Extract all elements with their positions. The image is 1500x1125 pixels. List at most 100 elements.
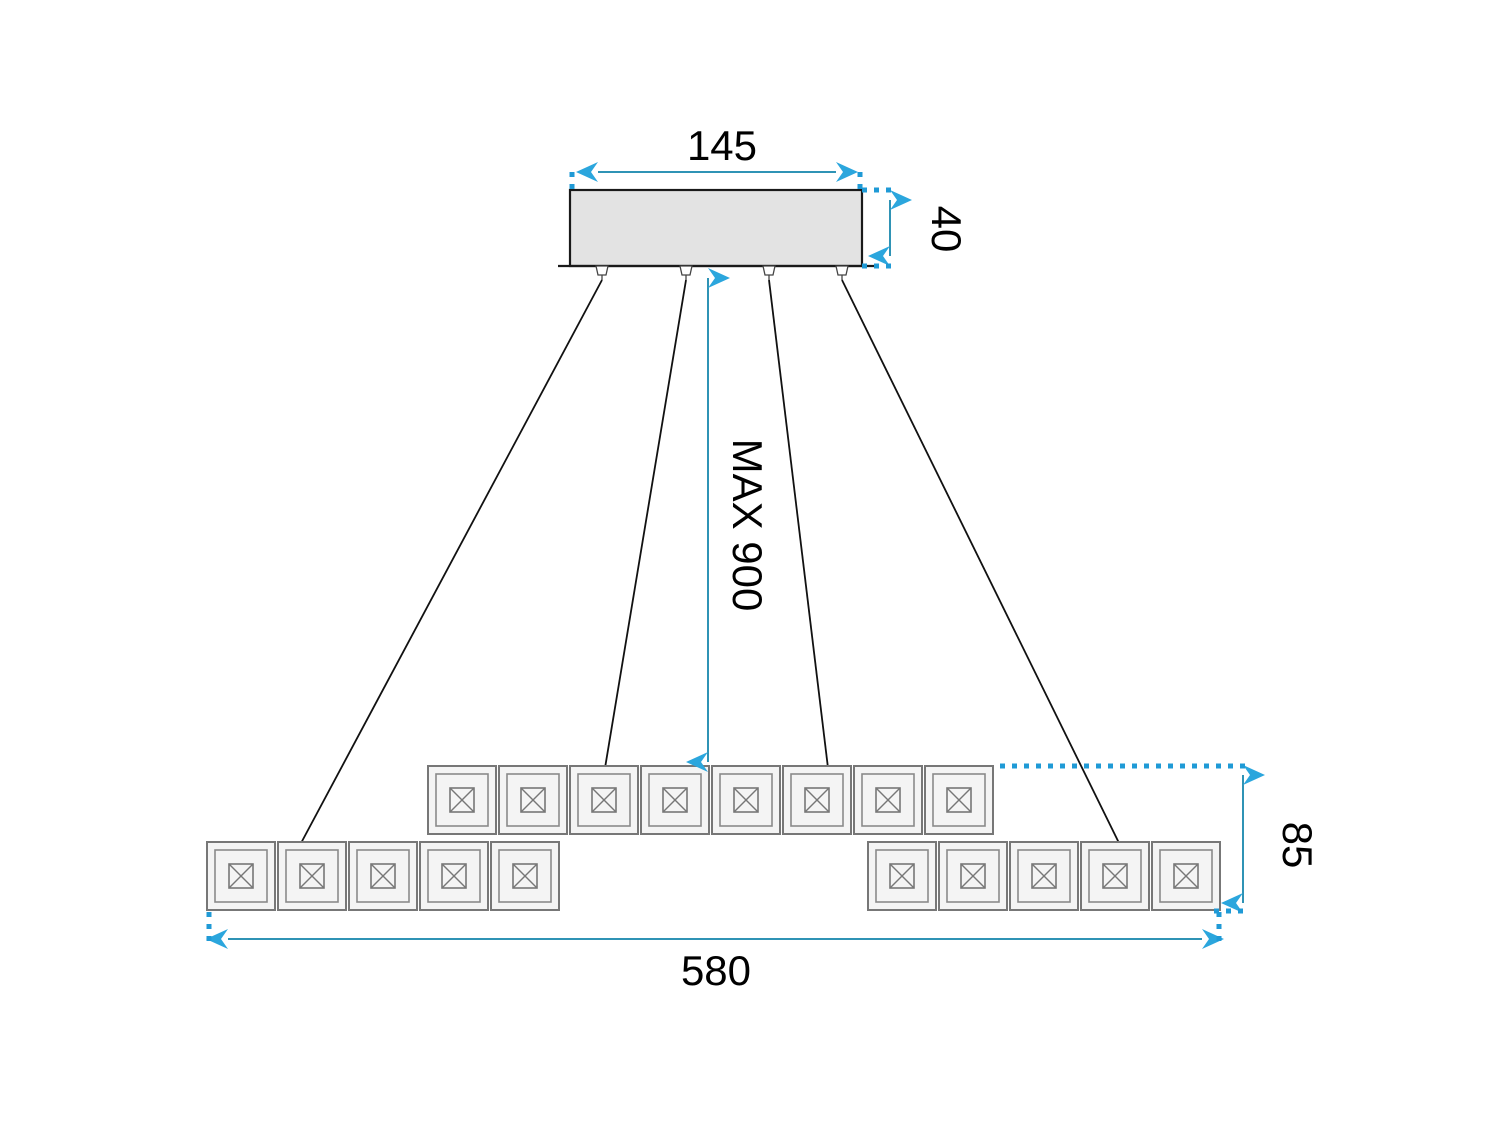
tile-cross-diagonal [512, 863, 538, 889]
mount-fitting [762, 265, 776, 280]
tile-cross-diagonal [662, 787, 688, 813]
tile-led-square [299, 863, 325, 889]
canopy-assembly [558, 188, 874, 280]
dimension-canopy-width [569, 162, 863, 190]
tile-led-square [591, 787, 617, 813]
tile-led-square [875, 787, 901, 813]
tile-cross-diagonal [520, 787, 546, 813]
led-tile [206, 841, 276, 911]
tile-led-square [520, 787, 546, 813]
tile-inner-frame [1159, 849, 1213, 903]
tile-inner-frame [932, 773, 986, 827]
led-tile [711, 765, 781, 835]
mount-fitting [679, 265, 693, 280]
tile-inner-frame [356, 849, 410, 903]
mount-fitting [595, 265, 609, 280]
tile-inner-frame [506, 773, 560, 827]
mount-fitting [835, 265, 849, 280]
tile-led-square [1031, 863, 1057, 889]
led-tile [348, 841, 418, 911]
tile-cross-diagonal [449, 787, 475, 813]
led-tile [938, 841, 1008, 911]
led-tile [419, 841, 489, 911]
tile-inner-frame [790, 773, 844, 827]
tile-led-square [512, 863, 538, 889]
tile-led-square [889, 863, 915, 889]
led-tile [490, 841, 560, 911]
tile-cross-diagonal [299, 863, 325, 889]
led-tile [569, 765, 639, 835]
tile-inner-frame [946, 849, 1000, 903]
dimension-canopy-height [862, 187, 912, 269]
tile-led-square [1173, 863, 1199, 889]
dimension-label-145: 145 [687, 122, 757, 169]
dimension-label-85: 85 [1274, 822, 1321, 869]
led-tile [427, 765, 497, 835]
led-tile [277, 841, 347, 911]
tile-cross-diagonal [960, 863, 986, 889]
suspension-cables [299, 279, 1121, 846]
cable-right-inner [768, 279, 829, 769]
led-tile [1009, 841, 1079, 911]
dimension-label-max-900: MAX 900 [724, 439, 771, 612]
tile-cross-diagonal [1031, 863, 1057, 889]
tile-led-square [370, 863, 396, 889]
tile-inner-frame [648, 773, 702, 827]
tile-inner-frame [861, 773, 915, 827]
tile-cross-diagonal [1102, 863, 1128, 889]
tile-inner-frame [719, 773, 773, 827]
tile-inner-frame [435, 773, 489, 827]
tile-led-square [946, 787, 972, 813]
cable-right-outer [841, 279, 1121, 846]
led-tile [782, 765, 852, 835]
tile-led-square [441, 863, 467, 889]
canopy-box [568, 188, 864, 268]
tile-cross-diagonal [591, 787, 617, 813]
tile-led-square [449, 787, 475, 813]
tile-inner-frame [1088, 849, 1142, 903]
dimension-label-580: 580 [681, 947, 751, 994]
tile-outer-frame [419, 841, 489, 911]
tile-outer-frame [1009, 841, 1079, 911]
tile-cross-diagonal [228, 863, 254, 889]
led-tile [1151, 841, 1221, 911]
tile-cross-diagonal [804, 787, 830, 813]
tile-cross-diagonal [889, 863, 915, 889]
tile-led-square [733, 787, 759, 813]
tile-row [867, 841, 1221, 911]
tile-led-square [960, 863, 986, 889]
dimension-label-40: 40 [923, 206, 970, 253]
tile-inner-frame [577, 773, 631, 827]
dimension-fixture-height [1000, 763, 1265, 914]
led-tile [498, 765, 568, 835]
cable-left-outer [299, 279, 603, 846]
tile-inner-frame [214, 849, 268, 903]
tile-led-square [228, 863, 254, 889]
tile-cross-diagonal [946, 787, 972, 813]
tile-cross-diagonal [441, 863, 467, 889]
tile-inner-frame [875, 849, 929, 903]
tile-outer-frame [711, 765, 781, 835]
tile-inner-frame [285, 849, 339, 903]
led-tile-array [206, 765, 1221, 911]
led-tile [640, 765, 710, 835]
tile-inner-frame [498, 849, 552, 903]
tile-led-square [662, 787, 688, 813]
tile-cross-diagonal [875, 787, 901, 813]
tile-row [427, 765, 994, 835]
led-tile [1080, 841, 1150, 911]
tile-led-square [1102, 863, 1128, 889]
led-tile [853, 765, 923, 835]
canopy-mount-fittings [595, 265, 849, 280]
cable-left-inner [604, 279, 687, 769]
dimension-overall-width [206, 912, 1224, 949]
tile-inner-frame [1017, 849, 1071, 903]
tile-cross-diagonal [733, 787, 759, 813]
tile-inner-frame [427, 849, 481, 903]
tile-row [206, 841, 560, 911]
led-tile [867, 841, 937, 911]
tile-cross-diagonal [1173, 863, 1199, 889]
led-tile [924, 765, 994, 835]
